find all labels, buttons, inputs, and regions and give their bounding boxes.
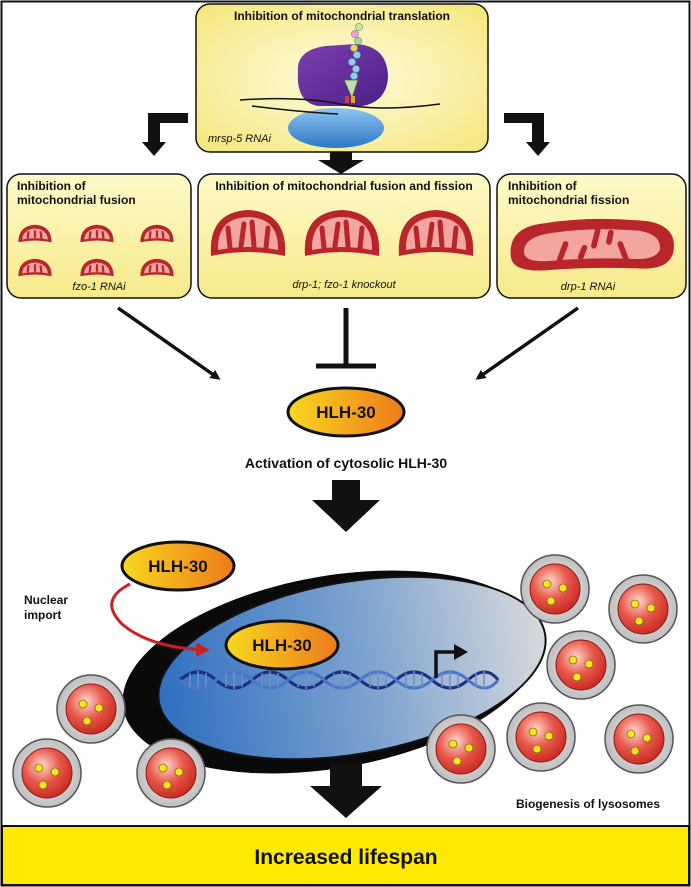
nuclear-hlh30-label: HLH-30 — [252, 636, 312, 655]
left-box-caption: fzo-1 RNAi — [72, 281, 126, 293]
normal-mitochondria — [211, 210, 473, 256]
lysosome — [604, 704, 674, 774]
lysosome — [136, 738, 206, 808]
top-box-caption: mrsp-5 RNAi — [208, 133, 272, 145]
lysosome — [506, 702, 576, 772]
middle-box-title: Inhibition of mitochondrial fusion and f… — [215, 179, 472, 193]
branch-arrows — [142, 113, 550, 174]
middle-box-caption: drp-1; fzo-1 knockout — [292, 279, 396, 291]
left-activation-arrow — [116, 306, 221, 380]
activation-caption: Activation of cytosolic HLH-30 — [245, 455, 447, 471]
outcome-bar: Increased lifespan — [1, 825, 690, 886]
import-hlh30: HLH-30 — [120, 540, 236, 592]
right-box-title-line2: mitochondrial fission — [508, 193, 629, 207]
lysosome — [56, 674, 126, 744]
cytosolic-hlh30: HLH-30 — [286, 386, 406, 438]
import-hlh30-label: HLH-30 — [148, 557, 208, 576]
center-branch-arrow — [318, 152, 364, 174]
middle-box: Inhibition of mitochondrial fusion and f… — [197, 173, 491, 299]
transcription-start-arrow — [434, 650, 456, 678]
lysosome — [426, 714, 496, 784]
lysosome — [12, 738, 82, 808]
right-box-caption: drp-1 RNAi — [561, 281, 616, 293]
transcription-arrowhead — [454, 644, 468, 660]
nuclear-import-line2: import — [24, 608, 61, 622]
ribosome-icon — [239, 23, 441, 148]
left-box-title-line2: mitochondrial fusion — [17, 193, 136, 207]
lysosome — [546, 630, 616, 700]
right-branch-arrow — [504, 113, 550, 156]
left-box-title-line1: Inhibition of — [17, 179, 87, 193]
top-box: Inhibition of mitochondrial translation — [195, 3, 489, 153]
right-box-title-line1: Inhibition of — [508, 179, 578, 193]
left-branch-arrow — [142, 113, 188, 156]
right-activation-arrow — [475, 306, 580, 380]
nuclear-import-arrow — [110, 582, 210, 657]
lysosome — [608, 574, 678, 644]
nuclear-hlh30: HLH-30 — [224, 619, 340, 671]
outcome-label: Increased lifespan — [254, 846, 437, 869]
nuclear-import-line1: Nuclear — [24, 593, 68, 607]
top-box-title: Inhibition of mitochondrial translation — [234, 9, 450, 23]
right-box: Inhibition of mitochondrial fission drp-… — [496, 173, 687, 299]
lysosome-caption: Biogenesis of lysosomes — [516, 797, 660, 811]
elongated-mitochondrion — [511, 219, 674, 271]
cytosolic-hlh30-label: HLH-30 — [316, 403, 376, 422]
converging-arrows — [116, 306, 580, 380]
left-box: Inhibition of mitochondrial fusion fzo-1… — [6, 173, 192, 299]
lysosome — [520, 554, 590, 624]
lifespan-down-arrow — [310, 764, 382, 818]
activation-down-arrow — [312, 480, 380, 532]
dna-helix-icon — [179, 670, 500, 690]
